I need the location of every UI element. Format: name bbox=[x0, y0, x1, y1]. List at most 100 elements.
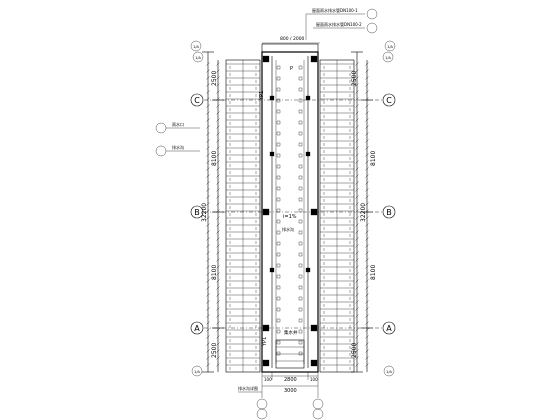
dim-bottom-inner: 2800 bbox=[284, 377, 297, 383]
floor-drain bbox=[298, 175, 303, 180]
dimension-tick bbox=[206, 153, 210, 157]
marker-p1: P bbox=[290, 66, 293, 72]
dim-bc-right: 8100 bbox=[370, 151, 377, 166]
dimension-tick bbox=[206, 216, 210, 220]
dimension-tick bbox=[355, 356, 359, 360]
floor-drain bbox=[298, 285, 303, 290]
dimension-tick bbox=[365, 307, 369, 311]
axis-bubble-corner-tl: 1/A bbox=[190, 40, 202, 52]
dim-abot-left: 2500 bbox=[211, 343, 218, 358]
dimension-tick bbox=[355, 230, 359, 234]
dimension-tick bbox=[355, 237, 359, 241]
floor-drain bbox=[276, 142, 281, 147]
floor-drain bbox=[298, 76, 303, 81]
dimension-tick bbox=[206, 118, 210, 122]
floor-drain bbox=[276, 175, 281, 180]
dimension-tick bbox=[206, 174, 210, 178]
dimension-tick bbox=[206, 293, 210, 297]
floor-drain bbox=[298, 329, 303, 334]
floor-drain bbox=[298, 109, 303, 114]
dimension-tick bbox=[206, 83, 210, 87]
dimension-tick bbox=[206, 286, 210, 290]
floor-drain bbox=[276, 263, 281, 268]
dimension-tick bbox=[206, 132, 210, 136]
floor-drain bbox=[276, 131, 281, 136]
dimension-tick bbox=[206, 300, 210, 304]
dim-overall-right: 32200 bbox=[360, 203, 367, 222]
section-mark-left: YP1 bbox=[259, 91, 265, 101]
dimension-tick bbox=[355, 363, 359, 367]
floor-drains-left bbox=[276, 65, 281, 356]
dimension-tick bbox=[355, 104, 359, 108]
dimension-tick bbox=[216, 314, 220, 318]
floor-drain bbox=[276, 241, 281, 246]
dimension-tick bbox=[365, 321, 369, 325]
floor-drain bbox=[298, 351, 303, 356]
dimension-tick bbox=[365, 279, 369, 283]
floor-drain bbox=[298, 186, 303, 191]
outer-dimension-lines bbox=[202, 51, 373, 373]
dimension-tick bbox=[355, 146, 359, 150]
dimension-tick bbox=[216, 244, 220, 248]
axis-label-b-right: B bbox=[386, 208, 392, 217]
dimension-tick bbox=[355, 195, 359, 199]
dimension-tick bbox=[216, 202, 220, 206]
dimension-tick bbox=[355, 209, 359, 213]
top-note-1: 屋面雨水排水管DN100-1 bbox=[305, 7, 378, 40]
floor-drain bbox=[298, 307, 303, 312]
bottom-dimensions bbox=[261, 372, 319, 390]
floor-drain bbox=[276, 164, 281, 169]
dim-abot-right: 2500 bbox=[351, 343, 358, 358]
floor-drain bbox=[276, 307, 281, 312]
dimension-tick bbox=[216, 335, 220, 339]
dimension-tick bbox=[216, 293, 220, 297]
floor-drain bbox=[298, 241, 303, 246]
dimension-tick bbox=[206, 195, 210, 199]
dimension-tick bbox=[216, 104, 220, 108]
drain-channel-right bbox=[319, 59, 355, 373]
dimension-tick bbox=[355, 293, 359, 297]
dimension-tick bbox=[365, 258, 369, 262]
dimension-tick bbox=[365, 251, 369, 255]
dimension-tick bbox=[355, 132, 359, 136]
dimension-tick bbox=[216, 146, 220, 150]
floor-drain bbox=[276, 329, 281, 334]
dimension-tick bbox=[216, 167, 220, 171]
dimension-tick bbox=[216, 62, 220, 66]
dimension-tick bbox=[216, 307, 220, 311]
dimension-tick bbox=[216, 69, 220, 73]
floor-drain bbox=[276, 340, 281, 345]
dimension-tick bbox=[206, 328, 210, 332]
floor-drain bbox=[276, 186, 281, 191]
pit-label: 集水井 bbox=[284, 329, 298, 336]
bottom-note-text: 排水沟详图 bbox=[238, 385, 258, 391]
dimension-tick bbox=[216, 279, 220, 283]
dimension-tick bbox=[216, 237, 220, 241]
dimension-tick bbox=[216, 349, 220, 353]
dimension-tick bbox=[206, 188, 210, 192]
floor-drain bbox=[298, 98, 303, 103]
dimension-tick bbox=[216, 181, 220, 185]
corner-label-br: 1/A bbox=[386, 370, 392, 374]
floor-drain bbox=[298, 65, 303, 70]
dim-ctop-right: 2500 bbox=[351, 71, 358, 86]
side-note-2-text: 排水沟 bbox=[172, 144, 184, 150]
axis-label-c-left: C bbox=[194, 96, 200, 105]
dimension-tick bbox=[206, 167, 210, 171]
floor-drain bbox=[298, 164, 303, 169]
dim-overall-left: 32200 bbox=[201, 203, 208, 222]
dimension-tick bbox=[355, 118, 359, 122]
dimension-tick bbox=[355, 167, 359, 171]
dimension-tick bbox=[216, 90, 220, 94]
dimension-tick bbox=[365, 90, 369, 94]
dimension-tick bbox=[365, 181, 369, 185]
dimension-tick bbox=[206, 279, 210, 283]
top-note-2-text: 屋面雨水排水管DN100-2 bbox=[316, 21, 362, 27]
dimension-tick bbox=[206, 237, 210, 241]
dimension-tick bbox=[216, 160, 220, 164]
floor-drain bbox=[276, 197, 281, 202]
dimension-tick bbox=[365, 265, 369, 269]
dimension-tick bbox=[355, 202, 359, 206]
section-mark-left2: YP1 bbox=[262, 337, 268, 347]
dimension-tick bbox=[365, 188, 369, 192]
